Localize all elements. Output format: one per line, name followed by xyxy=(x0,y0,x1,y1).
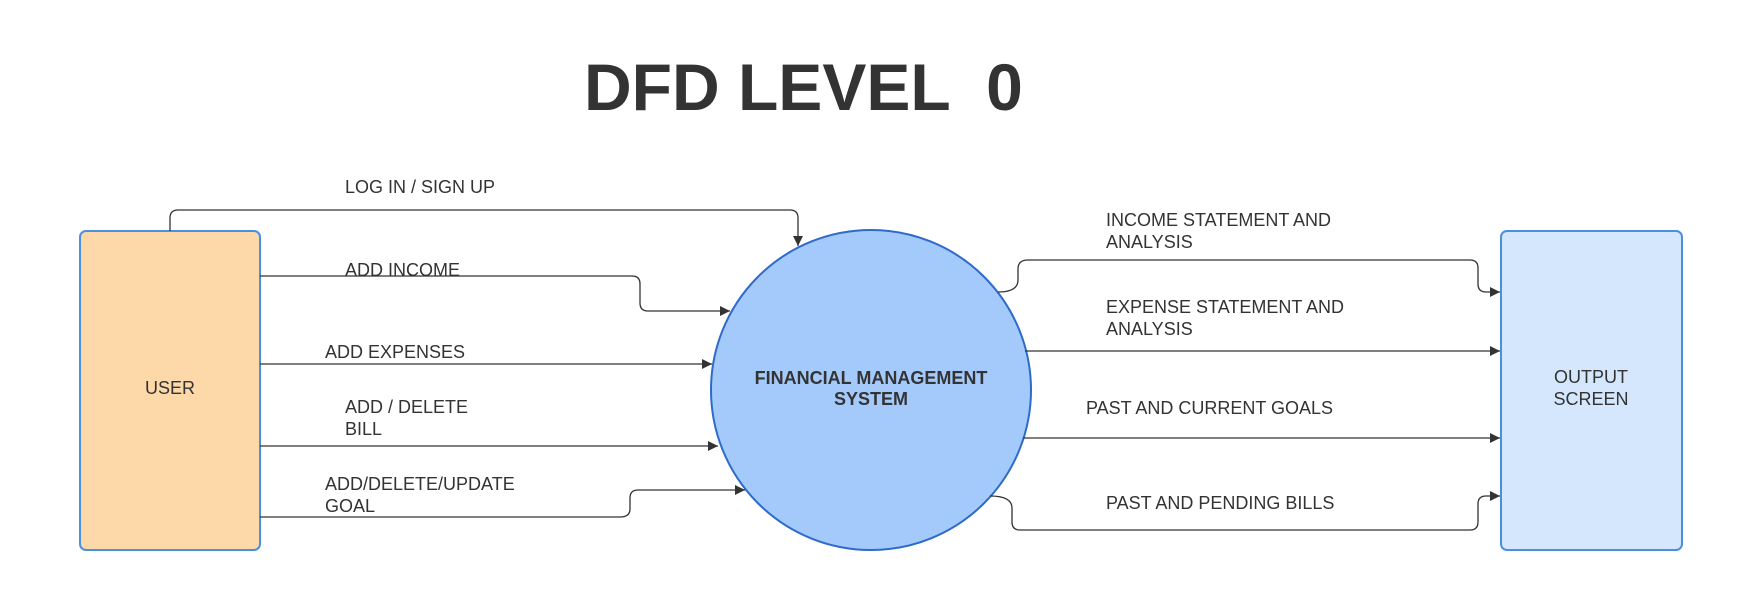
income-statement-flow-arrow xyxy=(997,259,1500,297)
expense-statement-flow-label-line2: ANALYSIS xyxy=(1106,319,1193,339)
income-statement-flow-label-line1: INCOME STATEMENT AND xyxy=(1106,210,1331,230)
diagram-title: DFD LEVEL 0 xyxy=(584,50,1023,124)
goal-flow-label-line1: ADD/DELETE/UPDATE xyxy=(325,474,515,494)
system-label-line2: SYSTEM xyxy=(834,389,908,409)
output-screen-entity[interactable] xyxy=(1500,230,1683,551)
login-flow-label: LOG IN / SIGN UP xyxy=(345,177,495,197)
goal-flow-label-line2: GOAL xyxy=(325,496,375,516)
login-flow-arrow xyxy=(169,209,803,246)
output-label-line2: SCREEN xyxy=(1553,389,1628,409)
goal-flow-arrow xyxy=(260,485,745,518)
add-income-flow-label: ADD INCOME xyxy=(345,260,460,280)
add-income-flow-arrow xyxy=(260,275,730,316)
income-statement-flow-label-line2: ANALYSIS xyxy=(1106,232,1193,252)
system-label-line1: FINANCIAL MANAGEMENT xyxy=(755,368,988,388)
user-label: USER xyxy=(145,378,195,398)
goals-flow-label: PAST AND CURRENT GOALS xyxy=(1086,398,1333,418)
financial-management-system-process[interactable] xyxy=(710,229,1032,551)
add-delete-bill-flow-label-line1: ADD / DELETE xyxy=(345,397,468,417)
bills-flow-label: PAST AND PENDING BILLS xyxy=(1106,493,1334,513)
add-expenses-flow-label: ADD EXPENSES xyxy=(325,342,465,362)
add-delete-bill-flow-label-line2: BILL xyxy=(345,419,382,439)
expense-statement-flow-label-line1: EXPENSE STATEMENT AND xyxy=(1106,297,1344,317)
output-label-line1: OUTPUT xyxy=(1554,367,1628,387)
bills-flow-arrow xyxy=(989,491,1500,531)
